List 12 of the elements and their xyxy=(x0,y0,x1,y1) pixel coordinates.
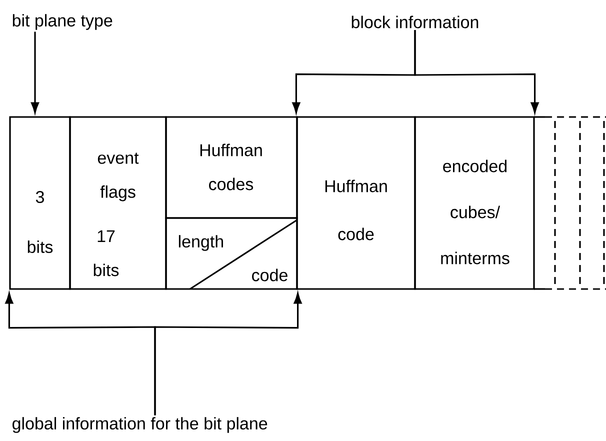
split-cell: length code xyxy=(165,217,298,290)
arrow xyxy=(31,32,39,114)
field-cell: event flags 17 bits xyxy=(69,116,167,290)
field-cell: encoded cubes/ minterms xyxy=(414,116,535,290)
heading-label: block information xyxy=(352,16,478,28)
heading-label: global information for the bit plane xyxy=(12,417,268,433)
arrow xyxy=(154,292,302,416)
field-cell: Huffman codes xyxy=(165,116,298,219)
arrow xyxy=(414,30,539,114)
heading-label: bit plane type xyxy=(12,14,112,30)
field-cell: Huffman code xyxy=(296,116,416,290)
field-cell: 3 bits xyxy=(9,116,71,290)
